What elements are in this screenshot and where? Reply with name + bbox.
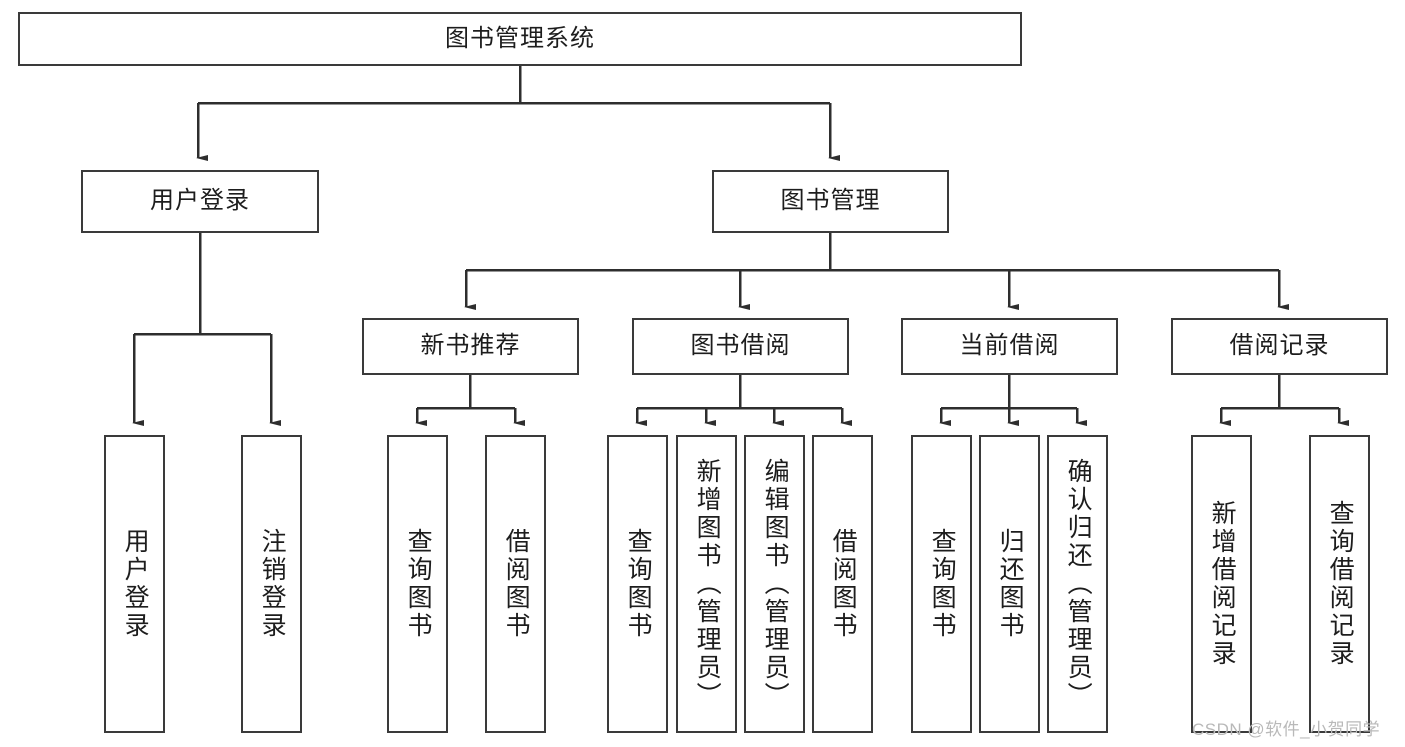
node-label: 图书借阅 (690, 332, 791, 360)
node-label: 编辑图书（管理员） (761, 458, 790, 710)
node-root-book-management-system[interactable]: 图书管理系统 (18, 12, 1022, 66)
node-user-login[interactable]: 用户登录 (81, 170, 319, 233)
node-label: 归还图书 (996, 528, 1025, 640)
node-current-borrow[interactable]: 当前借阅 (901, 318, 1118, 375)
node-label: 图书管理 (780, 187, 881, 215)
leaf-borrow-edit-book-admin[interactable]: 编辑图书（管理员） (744, 435, 805, 733)
leaf-record-add-borrow-record[interactable]: 新增借阅记录 (1191, 435, 1252, 733)
node-label: 新增图书（管理员） (693, 458, 722, 710)
node-label: 查询图书 (624, 528, 653, 640)
leaf-record-query-borrow-record[interactable]: 查询借阅记录 (1309, 435, 1370, 733)
node-label: 查询借阅记录 (1326, 500, 1355, 668)
node-label: 查询图书 (928, 528, 957, 640)
node-label: 借阅记录 (1229, 332, 1330, 360)
node-label: 用户登录 (121, 528, 150, 640)
csdn-watermark: CSDN @软件_小贺同学 (1192, 720, 1381, 739)
leaf-borrow-query-book[interactable]: 查询图书 (607, 435, 668, 733)
node-label: 借阅图书 (502, 528, 531, 640)
node-label: 当前借阅 (959, 332, 1060, 360)
node-label: 新书推荐 (420, 332, 521, 360)
leaf-borrow-add-book-admin[interactable]: 新增图书（管理员） (676, 435, 737, 733)
leaf-current-return-book[interactable]: 归还图书 (979, 435, 1040, 733)
leaf-current-confirm-return-admin[interactable]: 确认归还（管理员） (1047, 435, 1108, 733)
leaf-current-query-book[interactable]: 查询图书 (911, 435, 972, 733)
leaf-borrow-borrow-book[interactable]: 借阅图书 (812, 435, 873, 733)
node-label: 注销登录 (258, 528, 287, 640)
node-borrow-record[interactable]: 借阅记录 (1171, 318, 1388, 375)
node-label: 用户登录 (150, 187, 250, 215)
node-label: 借阅图书 (829, 528, 858, 640)
leaf-user-logout[interactable]: 注销登录 (241, 435, 302, 733)
node-label: 查询图书 (404, 528, 433, 640)
node-label: 确认归还（管理员） (1064, 458, 1093, 710)
node-new-book-recommend[interactable]: 新书推荐 (362, 318, 579, 375)
node-book-borrow[interactable]: 图书借阅 (632, 318, 849, 375)
leaf-recommend-borrow-book[interactable]: 借阅图书 (485, 435, 546, 733)
node-book-management[interactable]: 图书管理 (712, 170, 949, 233)
leaf-recommend-query-book[interactable]: 查询图书 (387, 435, 448, 733)
node-label: 图书管理系统 (445, 24, 595, 52)
node-label: 新增借阅记录 (1208, 500, 1237, 668)
leaf-user-login[interactable]: 用户登录 (104, 435, 165, 733)
